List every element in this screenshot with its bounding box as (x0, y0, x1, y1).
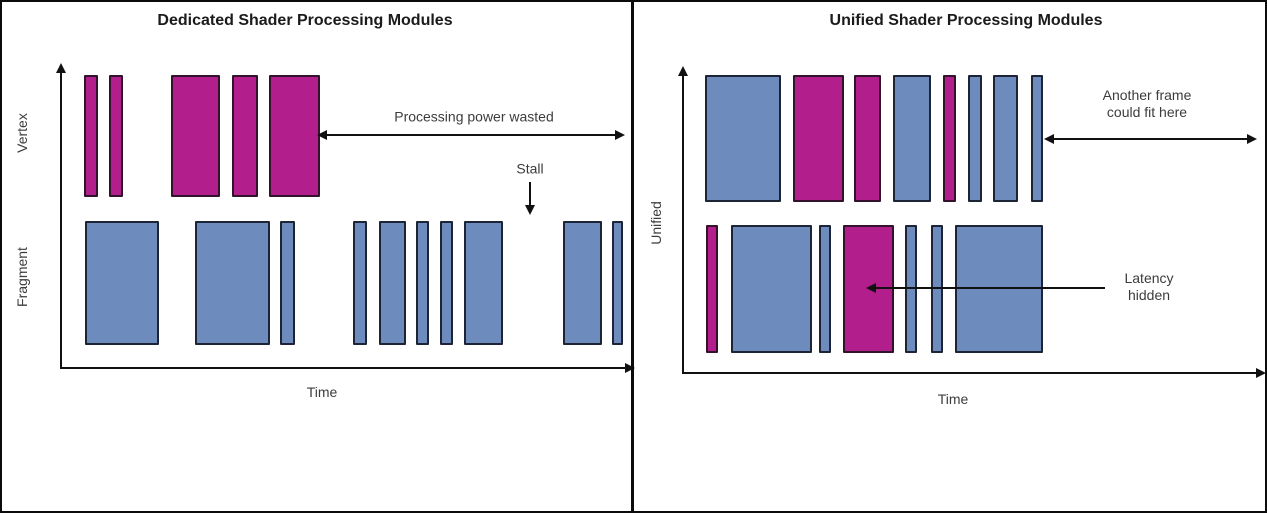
another-frame-arrow-head-right (1247, 134, 1257, 144)
unified-row-1-bar (854, 75, 881, 202)
vertex-bar (84, 75, 98, 197)
latency-hidden-arrow (876, 287, 1105, 289)
x-axis (682, 372, 1258, 374)
unified-row-2-bar (931, 225, 943, 353)
x-axis-label-time-right: Time (937, 391, 969, 407)
y-axis-arrowhead (56, 63, 66, 73)
y-axis-label-vertex: Vertex (14, 113, 30, 153)
panel-title-dedicated: Dedicated Shader Processing Modules (157, 12, 453, 29)
fragment-bar (440, 221, 453, 345)
panel-divider (631, 0, 634, 513)
unified-row-2-bar (955, 225, 1043, 353)
panel-title-unified: Unified Shader Processing Modules (829, 12, 1103, 29)
annotation-another-frame-could-fit-here: Another frame could fit here (1102, 87, 1192, 120)
y-axis-label-fragment: Fragment (14, 247, 30, 307)
y-axis-arrowhead (678, 66, 688, 76)
vertex-bar (232, 75, 258, 197)
unified-row-1-bar (793, 75, 844, 202)
latency-hidden-arrow-head (866, 283, 876, 293)
unified-row-2-bar (706, 225, 718, 353)
x-axis (60, 367, 627, 369)
annotation-processing-power-wasted: Processing power wasted (394, 108, 554, 125)
unified-row-1-bar (705, 75, 781, 202)
fragment-bar (353, 221, 367, 345)
unified-row-1-bar (943, 75, 956, 202)
fragment-bar (195, 221, 270, 345)
unified-row-2-bar (731, 225, 812, 353)
vertex-bar (171, 75, 220, 197)
processing-power-wasted-arrow-head-right (615, 130, 625, 140)
stall-arrow-head (525, 205, 535, 215)
fragment-bar (612, 221, 623, 345)
y-axis (60, 73, 62, 369)
unified-row-2-bar (819, 225, 831, 353)
y-axis (682, 76, 684, 374)
annotation-latency-hidden: Latency hidden (1124, 270, 1174, 303)
another-frame-arrow-head-left (1044, 134, 1054, 144)
another-frame-arrow (1054, 138, 1248, 140)
fragment-bar (85, 221, 159, 345)
vertex-bar (269, 75, 320, 197)
processing-power-wasted-arrow (327, 134, 616, 136)
fragment-bar (280, 221, 295, 345)
vertex-bar (109, 75, 123, 197)
x-axis-label-time-left: Time (306, 384, 338, 400)
stall-arrow (529, 182, 531, 206)
unified-row-1-bar (893, 75, 931, 202)
unified-row-1-bar (993, 75, 1018, 202)
fragment-bar (379, 221, 406, 345)
unified-row-2-bar (905, 225, 917, 353)
x-axis-arrowhead (1256, 368, 1266, 378)
processing-power-wasted-arrow-head-left (317, 130, 327, 140)
annotation-stall: Stall (516, 160, 544, 177)
unified-row-1-bar (1031, 75, 1043, 202)
y-axis-label-unified: Unified (648, 201, 664, 245)
fragment-bar (563, 221, 602, 345)
fragment-bar (416, 221, 429, 345)
unified-row-1-bar (968, 75, 982, 202)
fragment-bar (464, 221, 503, 345)
x-axis-arrowhead (625, 363, 635, 373)
